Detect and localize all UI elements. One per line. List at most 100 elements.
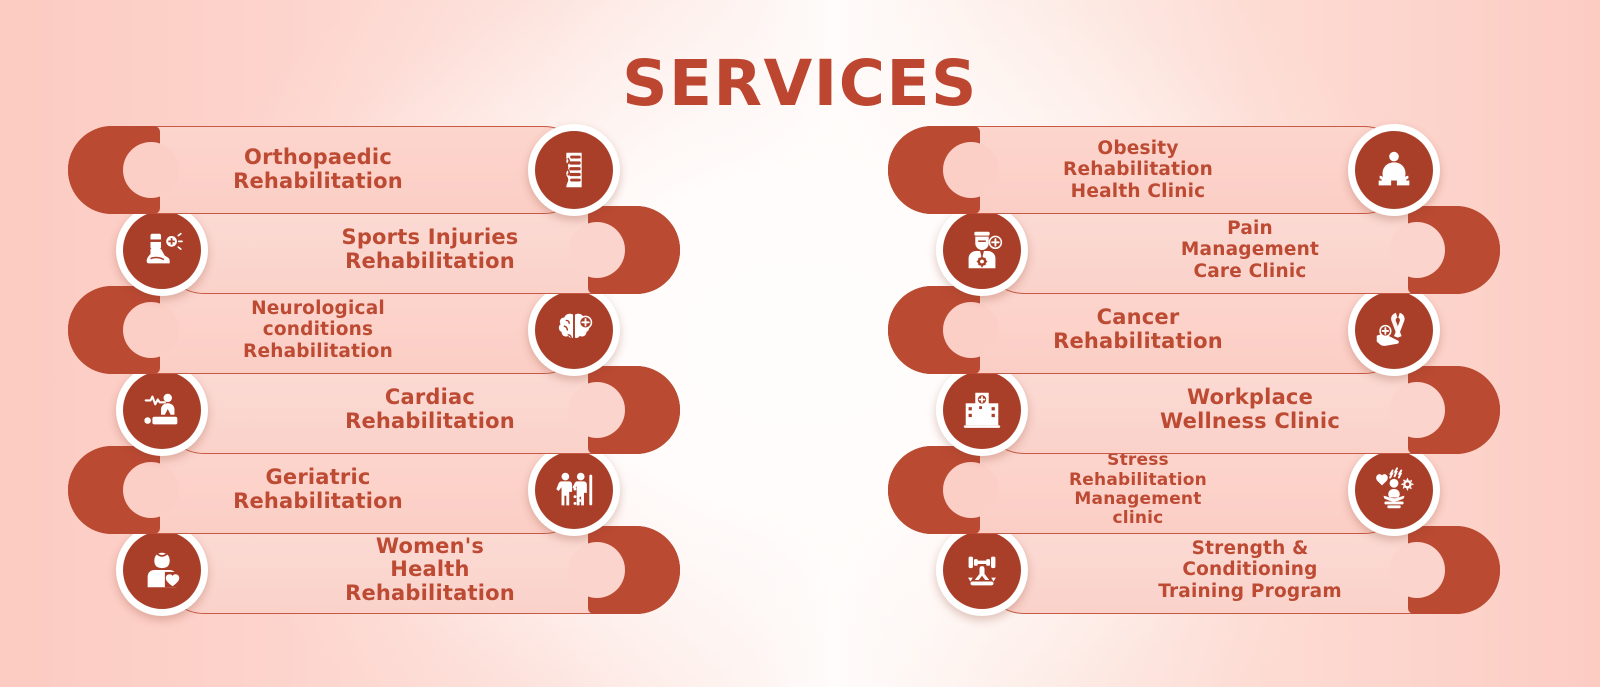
cancer-ribbon-icon[interactable] (1348, 284, 1440, 376)
pill-cap (888, 126, 999, 214)
badge-disc (535, 291, 613, 369)
pill-cap-notch (569, 222, 625, 278)
service-label-line: conditions (262, 319, 374, 341)
pill-cap-notch (123, 462, 179, 518)
service-label-line: Cardiac (384, 385, 476, 410)
hospital-building-icon[interactable] (936, 364, 1028, 456)
service-label-line: Rehabilitation (1053, 329, 1223, 353)
pain-patient-icon[interactable] (936, 204, 1028, 296)
service-label-line: Workplace (1186, 385, 1314, 410)
service-label-line: Health Clinic (1070, 180, 1206, 202)
badge-disc (1355, 291, 1433, 369)
pill-cap-notch (1389, 222, 1445, 278)
badge-disc (1355, 451, 1433, 529)
pill-cap-notch (943, 302, 999, 358)
pill-cap-notch (943, 462, 999, 518)
pill-cap-notch (1389, 542, 1445, 598)
elderly-care-icon[interactable] (528, 444, 620, 536)
pill-cap (68, 446, 179, 534)
pill-cap (569, 206, 680, 294)
badge-disc (943, 371, 1021, 449)
service-label-line: Pain (1227, 218, 1273, 240)
badge-disc (943, 531, 1021, 609)
service-label-line: clinic (1112, 508, 1164, 529)
service-label-line: Rehabilitation (345, 409, 515, 433)
service-label-line: Geriatric (265, 465, 371, 490)
badge-disc (535, 451, 613, 529)
service-label-line: Rehabilitation (345, 249, 515, 273)
service-label-line: Rehabilitation (1069, 469, 1207, 490)
pill-cap-notch (569, 382, 625, 438)
spine-icon[interactable] (528, 124, 620, 216)
pill-cap-notch (123, 302, 179, 358)
meditation-stress-icon[interactable] (1348, 444, 1440, 536)
service-label-line: Strength & (1191, 538, 1309, 560)
service-label-line: Cancer (1096, 305, 1180, 330)
service-label-line: Obesity (1097, 138, 1179, 160)
service-label-line: Women's (375, 533, 485, 558)
pill-cap-notch (943, 142, 999, 198)
women-health-icon[interactable] (116, 524, 208, 616)
foot-cast-icon[interactable] (116, 204, 208, 296)
pill-cap (888, 446, 999, 534)
badge-disc (123, 371, 201, 449)
service-label-line: Conditioning (1182, 559, 1318, 581)
service-label-line: Sports Injuries (341, 225, 519, 250)
service-label-line: Management (1074, 489, 1202, 509)
pill-cap (569, 366, 680, 454)
pill-cap-notch (123, 142, 179, 198)
service-label-line: Management (1180, 239, 1320, 261)
pill-cap (1389, 366, 1500, 454)
service-label-line: Rehabilitation (233, 169, 403, 193)
pill-cap (569, 526, 680, 614)
dumbbell-icon[interactable] (936, 524, 1028, 616)
pill-cap (68, 126, 179, 214)
service-label-line: Rehabilitation (345, 580, 515, 605)
pill-cap (888, 286, 999, 374)
obesity-sitting-icon[interactable] (1348, 124, 1440, 216)
service-label-line: Neurological (251, 298, 385, 320)
badge-disc (1355, 131, 1433, 209)
badge-disc (535, 131, 613, 209)
badge-disc (123, 211, 201, 289)
pill-cap (1389, 526, 1500, 614)
service-label-line: Training Program (1158, 580, 1342, 602)
pill-cap (68, 286, 179, 374)
page-title: SERVICES (622, 47, 978, 120)
service-label-line: Care Clinic (1193, 260, 1307, 282)
service-label-line: Wellness Clinic (1160, 409, 1340, 433)
service-label-line: Stress (1107, 450, 1169, 471)
pill-cap-notch (1389, 382, 1445, 438)
service-label-line: Rehabilitation (233, 489, 403, 513)
brain-icon[interactable] (528, 284, 620, 376)
badge-disc (123, 531, 201, 609)
service-label-line: Health (390, 557, 470, 582)
pill-cap-notch (569, 542, 625, 598)
cpr-icon[interactable] (116, 364, 208, 456)
